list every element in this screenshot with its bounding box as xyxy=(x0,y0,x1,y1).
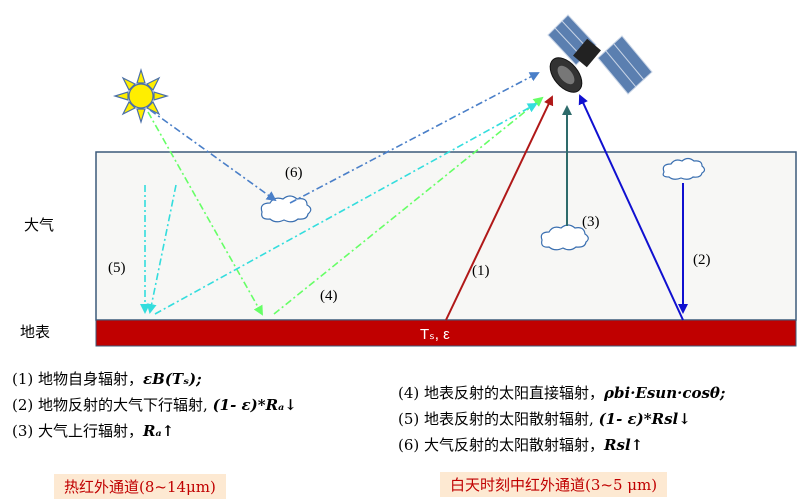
path-2-up-arrow xyxy=(578,94,684,321)
path-1-arrow xyxy=(445,95,554,321)
thermal-channel-label: 热红外通道(8~14μm) xyxy=(54,474,226,499)
legend-item-6: (6) 大气反射的太阳散射辐射，Rsl↑ xyxy=(398,436,644,454)
path-label: (6) xyxy=(285,165,303,181)
sun-icon xyxy=(112,67,170,125)
legend-item-2: (2) 地物反射的大气下行辐射, (1- ε)*Rₐ↓ xyxy=(12,396,297,414)
path-4-in-arrow xyxy=(147,111,263,316)
surface-bar xyxy=(95,319,797,347)
legend-item-1: (1) 地物自身辐射，εB(Tₛ); xyxy=(12,370,202,388)
legend-item-5: (5) 地表反射的太阳散射辐射, (1- ε)*Rsl↓ xyxy=(398,410,691,428)
surface-label: 地表 xyxy=(20,323,51,341)
satellite-icon xyxy=(547,14,653,95)
atmosphere-box xyxy=(95,151,797,321)
path-label: (2) xyxy=(693,252,711,268)
midir-channel-label: 白天时刻中红外通道(3~5 μm) xyxy=(440,472,668,497)
atmosphere-label: 大气 xyxy=(24,216,55,234)
path-label: (5) xyxy=(108,260,126,276)
path-4-out-arrow xyxy=(273,96,544,315)
cloud-icon xyxy=(540,224,589,251)
path-5-down2-arrow xyxy=(146,184,177,314)
path-5-out-arrow xyxy=(154,103,538,315)
path-6-out-arrow xyxy=(289,72,540,204)
legend-item-4: (4) 地表反射的太阳直接辐射，ρbi·Esun·cosθ; xyxy=(398,384,726,402)
legend-item-3: (3) 大气上行辐射，Rₐ↑ xyxy=(12,422,175,440)
path-label: (1) xyxy=(472,263,490,279)
cloud-icon xyxy=(662,157,706,180)
surface-temperature-label: Tₛ, ε xyxy=(420,326,450,343)
path-label: (3) xyxy=(582,214,600,230)
path-label: (4) xyxy=(320,288,338,304)
path-6-in-arrow xyxy=(149,109,277,202)
